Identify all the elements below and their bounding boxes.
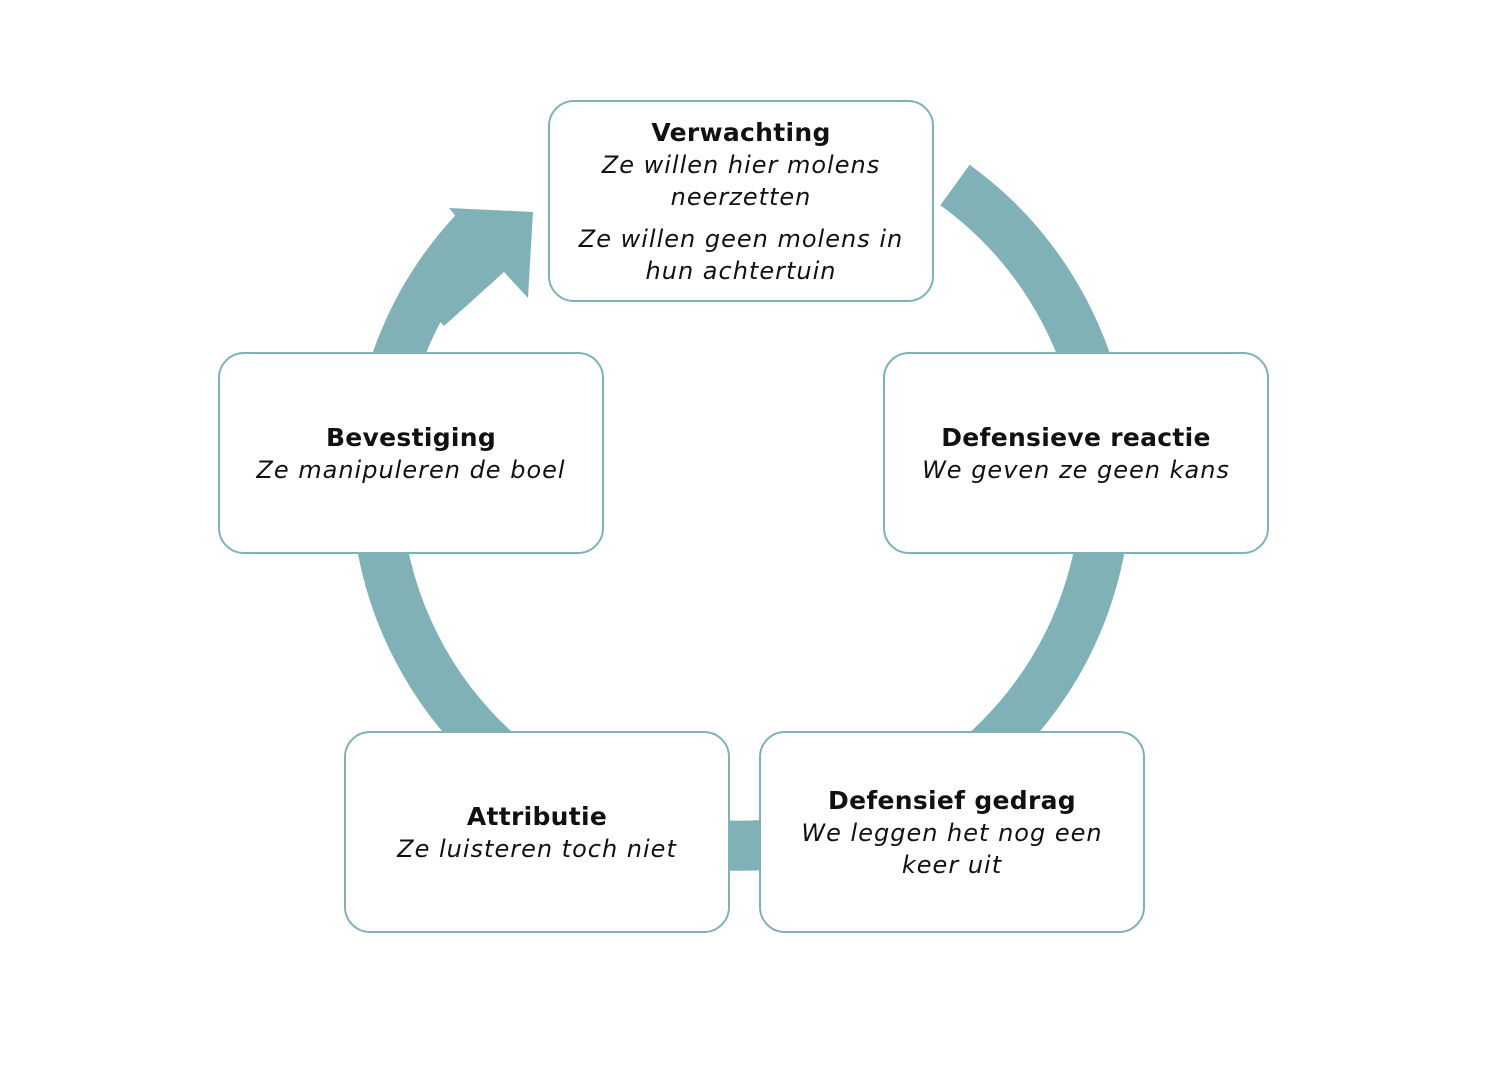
node-text: Ze luisteren toch niet [397, 834, 677, 863]
node-bevestiging: Bevestiging Ze manipuleren de boel [218, 352, 604, 554]
node-text: Ze willen hier molens neerzetten [601, 150, 881, 211]
node-defensief-gedrag: Defensief gedrag We leggen het nog een k… [759, 731, 1145, 933]
node-defensieve-reactie: Defensieve reactie We geven ze geen kans [883, 352, 1269, 554]
node-title: Verwachting [651, 117, 831, 147]
node-attributie: Attributie Ze luisteren toch niet [344, 731, 730, 933]
node-title: Defensief gedrag [828, 785, 1076, 815]
node-text: Ze willen geen molens in hun achtertuin [578, 224, 904, 285]
node-text: Ze manipuleren de boel [256, 455, 566, 484]
node-text: We geven ze geen kans [922, 455, 1230, 484]
cycle-arrowhead [412, 208, 533, 326]
node-text: We leggen het nog een keer uit [801, 818, 1103, 879]
node-title: Attributie [466, 801, 608, 831]
node-title: Bevestiging [325, 422, 497, 452]
node-title: Defensieve reactie [941, 422, 1211, 452]
node-verwachting: Verwachting Ze willen hier molens neerze… [548, 100, 934, 302]
